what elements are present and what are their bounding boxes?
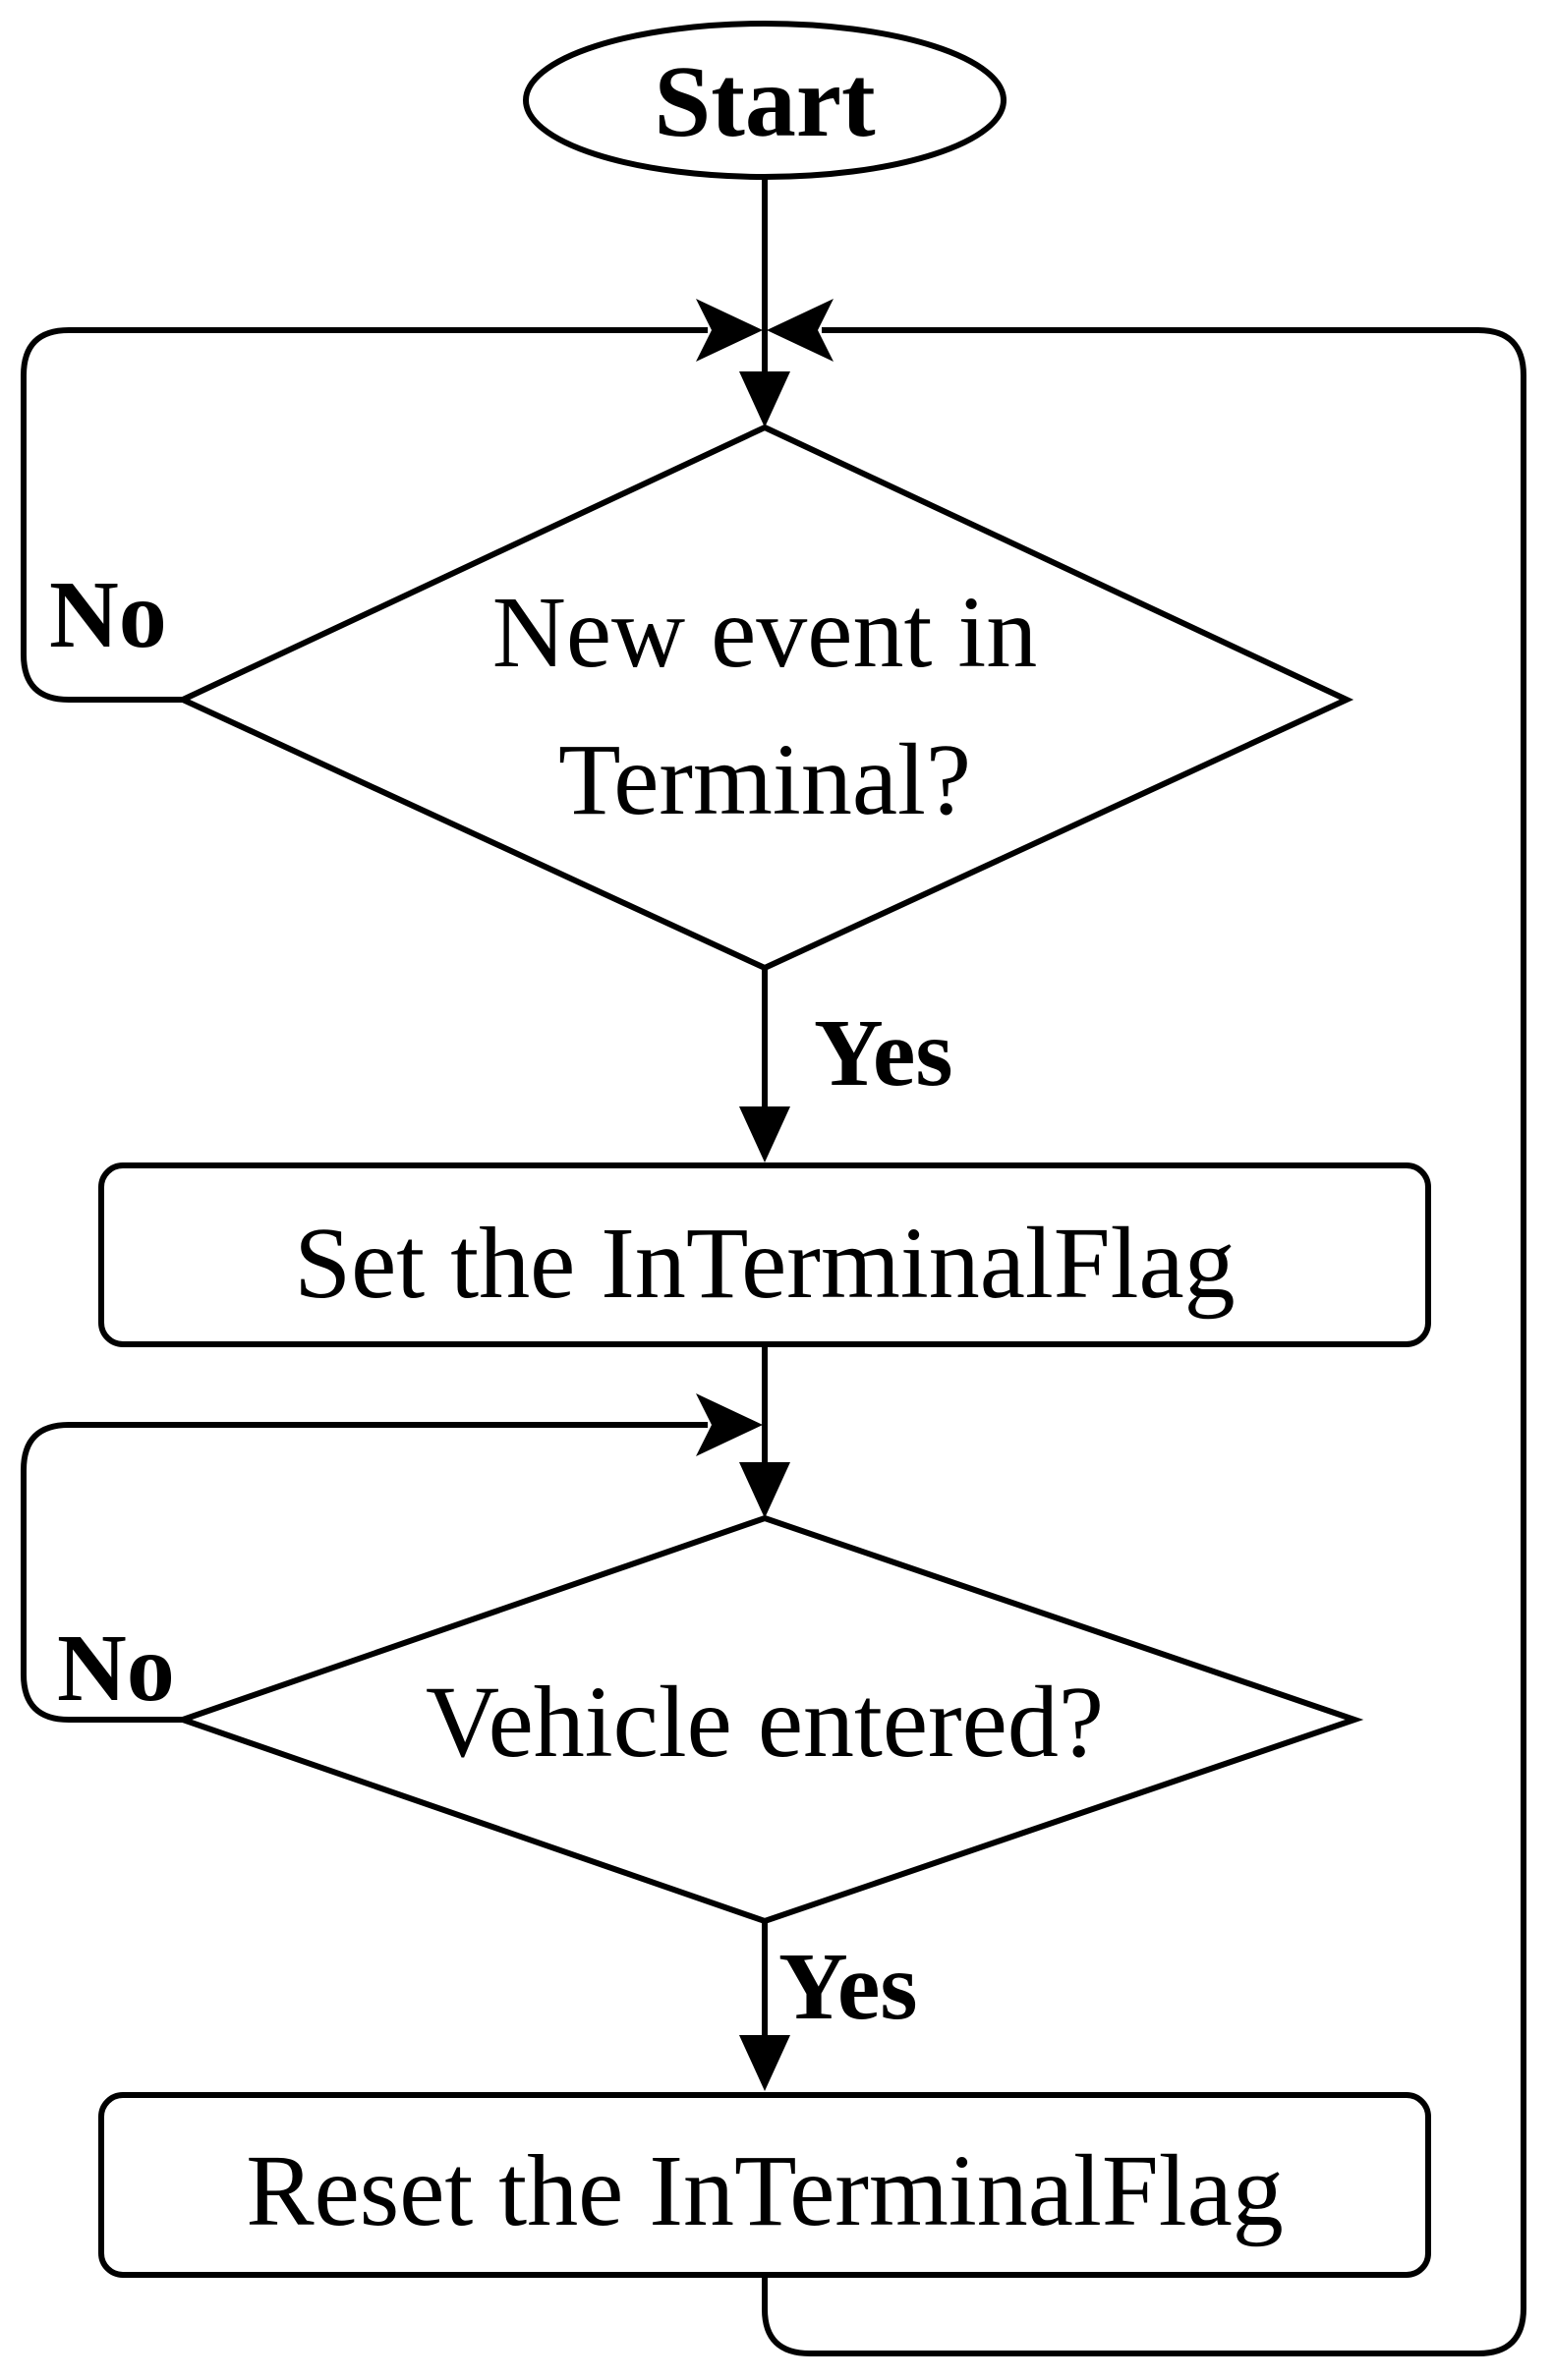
- start-label: Start: [654, 45, 876, 158]
- decision1-label-line1: New event in: [492, 576, 1037, 689]
- process1-label: Set the InTerminalFlag: [294, 1207, 1235, 1320]
- arrowhead-into-decision2: [739, 1462, 790, 1518]
- decision2-label: Vehicle entered?: [426, 1666, 1104, 1779]
- connector-decision2-no-loop: [21, 1422, 708, 1723]
- decision1-yes-label: Yes: [814, 1000, 953, 1106]
- decision2-no-label: No: [57, 1615, 175, 1722]
- connector-return-loop: [762, 327, 1526, 2356]
- arrowhead-decision2-no-loop: [696, 1393, 763, 1456]
- arrowhead-into-process1: [739, 1106, 790, 1162]
- decision1-label-line2: Terminal?: [558, 723, 971, 836]
- arrowhead-into-decision1: [739, 371, 790, 427]
- arrowhead-decision1-no-loop: [696, 299, 763, 362]
- decision2-yes-label: Yes: [778, 1934, 918, 2040]
- process-reset-flag: [98, 2092, 1431, 2278]
- arrowhead-return-loop: [767, 299, 834, 362]
- decision1-no-label: No: [49, 562, 167, 668]
- process2-label: Reset the InTerminalFlag: [246, 2134, 1284, 2247]
- connector-decision1-no-loop: [21, 327, 708, 703]
- arrowhead-into-process2: [739, 2035, 790, 2091]
- decision-new-event: [175, 424, 1354, 972]
